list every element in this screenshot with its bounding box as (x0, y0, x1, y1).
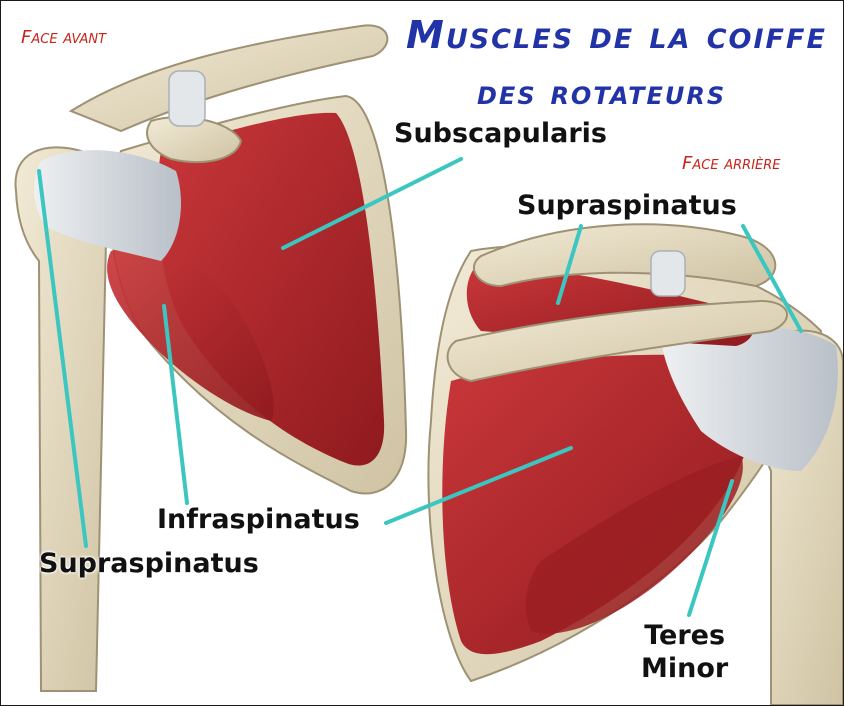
label-teres-minor: Teres Minor (641, 619, 728, 685)
label-teres-minor-line-1: Teres (641, 619, 728, 652)
back-ligament (651, 251, 685, 296)
label-teres-minor-line-2: Minor (641, 652, 728, 685)
label-infraspinatus: Infraspinatus (157, 504, 360, 535)
front-view-label: Face avant (21, 27, 106, 48)
title-line-1: Muscles de la coiffe (406, 13, 827, 57)
front-view (16, 25, 407, 691)
label-supraspinatus-front: Supraspinatus (39, 548, 259, 579)
front-ligament (169, 71, 205, 126)
back-view-label: Face arrière (682, 153, 781, 174)
title-line-2: des rotateurs (477, 73, 726, 113)
label-supraspinatus-back: Supraspinatus (517, 190, 737, 221)
label-subscapularis: Subscapularis (394, 118, 607, 149)
